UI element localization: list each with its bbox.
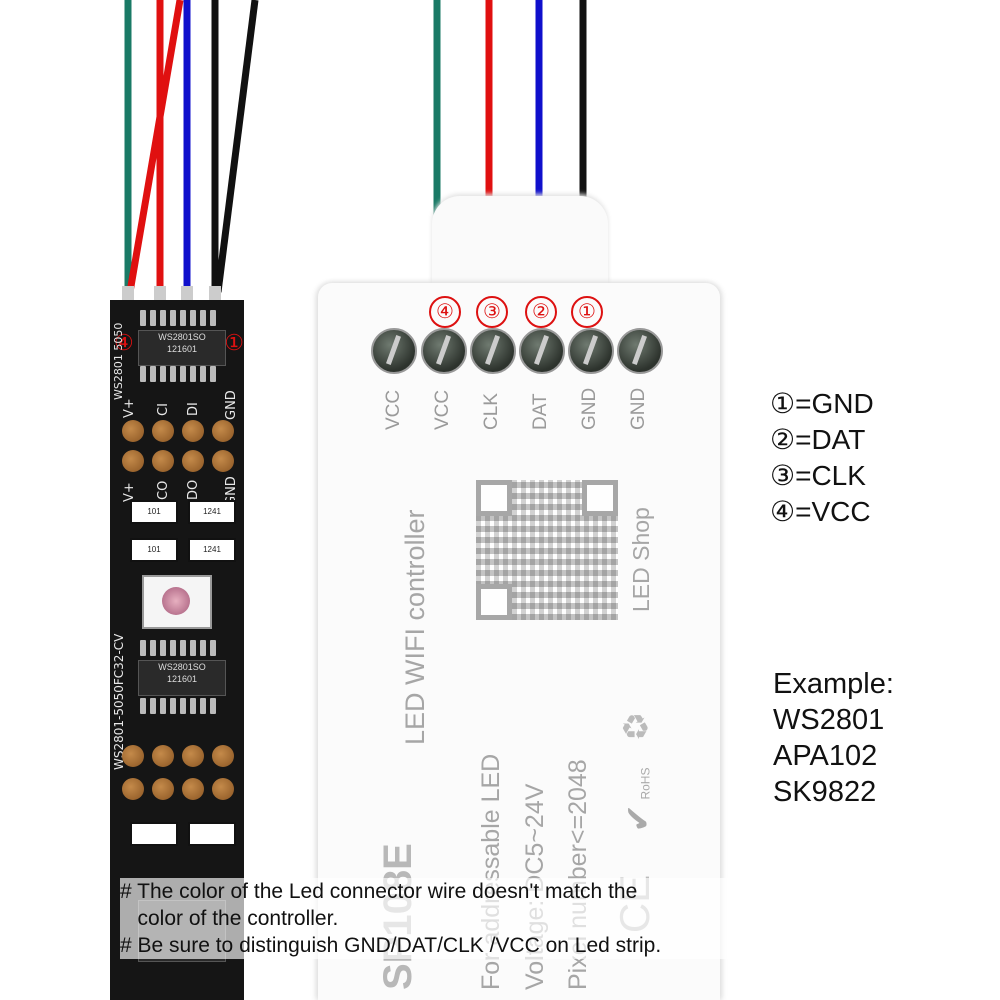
legend-dat: ②=DAT <box>770 424 866 455</box>
legend-clk: ③=CLK <box>770 460 866 491</box>
terminal-screw <box>519 328 565 374</box>
ctrl-pin-number-1: ① <box>571 296 603 328</box>
smd-part: 1241 <box>188 500 236 524</box>
terminal-screw <box>371 328 417 374</box>
example-item: WS2801 <box>773 704 885 736</box>
pin-label-vcc: VCC <box>432 389 453 430</box>
note-line: # Be sure to distinguish GND/DAT/CLK /VC… <box>120 934 662 957</box>
pad <box>122 745 144 767</box>
pad <box>152 420 174 442</box>
pin-label-gnd: GND <box>579 387 600 430</box>
pad <box>212 778 234 800</box>
rohs-check-icon: ✔ <box>619 803 658 833</box>
pad-label-gnd: GND <box>224 390 239 420</box>
example-list: Example: WS2801 APA102 SK9822 <box>773 666 894 810</box>
pad <box>212 450 234 472</box>
chip1-pins-bottom <box>140 366 216 382</box>
terminal-screw <box>470 328 516 374</box>
pad <box>212 745 234 767</box>
chip-2: WS2801SO 121601 <box>138 660 226 696</box>
note-line: # The color of the Led connector wire do… <box>120 880 638 903</box>
controller-app-name: LED Shop <box>628 507 654 612</box>
chip1-pins-top <box>140 310 216 326</box>
strip-pin-4: ④ <box>114 330 134 355</box>
chip2-pins-top <box>140 640 216 656</box>
pad <box>122 420 144 442</box>
strip-model-label-top: WS2801 5050 <box>112 322 125 400</box>
ctrl-pin-number-2: ② <box>525 296 557 328</box>
chip-1-line1: WS2801SO <box>158 332 206 342</box>
legend-gnd: ①=GND <box>770 388 874 419</box>
smd-part: 101 <box>130 538 178 562</box>
pad-label-do: DO <box>186 479 201 500</box>
pad <box>152 745 174 767</box>
pad <box>182 778 204 800</box>
pin-label-dat: DAT <box>530 393 551 430</box>
controller-title: LED WIFI controller <box>400 509 430 745</box>
terminal-screw <box>568 328 614 374</box>
pin-label-vcc: VCC <box>383 389 404 430</box>
pad <box>212 420 234 442</box>
qr-corner <box>582 480 618 516</box>
ctrl-pin-number-4: ④ <box>429 296 461 328</box>
pad <box>182 450 204 472</box>
chip-2-line1: WS2801SO <box>158 662 206 672</box>
rohs-label: RoHS <box>638 767 653 800</box>
pad <box>152 778 174 800</box>
smd-part <box>130 822 178 846</box>
smd-part <box>188 822 236 846</box>
strip-wire-black-2 <box>214 0 259 293</box>
rohs-mark: ✔ RoHS <box>618 768 658 833</box>
chip-1: WS2801SO 121601 <box>138 330 226 366</box>
example-heading: Example: <box>773 668 894 700</box>
qr-corner <box>476 480 512 516</box>
notes: # The color of the Led connector wire do… <box>120 878 780 959</box>
recycle-icon: ♻ <box>620 709 651 747</box>
pad-label-ci: CI <box>156 403 171 416</box>
pad <box>182 420 204 442</box>
example-item: APA102 <box>773 740 878 772</box>
pin-label-gnd: GND <box>628 387 649 430</box>
pad-label-v1: V+ <box>122 398 137 418</box>
pad <box>122 450 144 472</box>
terminal-screw <box>421 328 467 374</box>
led-lens <box>162 587 190 615</box>
smd-part: 1241 <box>188 538 236 562</box>
pin-label-clk: CLK <box>481 393 502 430</box>
pad-label-di: DI <box>186 402 201 416</box>
strip-pin-1: ① <box>224 330 244 355</box>
controller-hanger-tab <box>432 196 608 296</box>
pad-label-co: CO <box>156 480 171 500</box>
chip2-pins-bottom <box>140 698 216 714</box>
example-item: SK9822 <box>773 776 877 808</box>
rgb-led <box>142 575 212 629</box>
pad <box>152 450 174 472</box>
pad <box>122 778 144 800</box>
chip-1-line2: 121601 <box>166 344 198 354</box>
note-line: color of the controller. <box>120 907 339 930</box>
terminal-screw <box>617 328 663 374</box>
legend-vcc: ④=VCC <box>770 496 871 527</box>
chip-2-line2: 121601 <box>166 674 198 684</box>
pad <box>182 745 204 767</box>
qr-code <box>476 480 618 620</box>
strip-wire-red-1 <box>126 0 184 293</box>
pin-legend: ①=GND ②=DAT ③=CLK ④=VCC <box>770 386 874 530</box>
smd-part: 101 <box>130 500 178 524</box>
ctrl-pin-number-3: ③ <box>476 296 508 328</box>
qr-corner <box>476 584 512 620</box>
